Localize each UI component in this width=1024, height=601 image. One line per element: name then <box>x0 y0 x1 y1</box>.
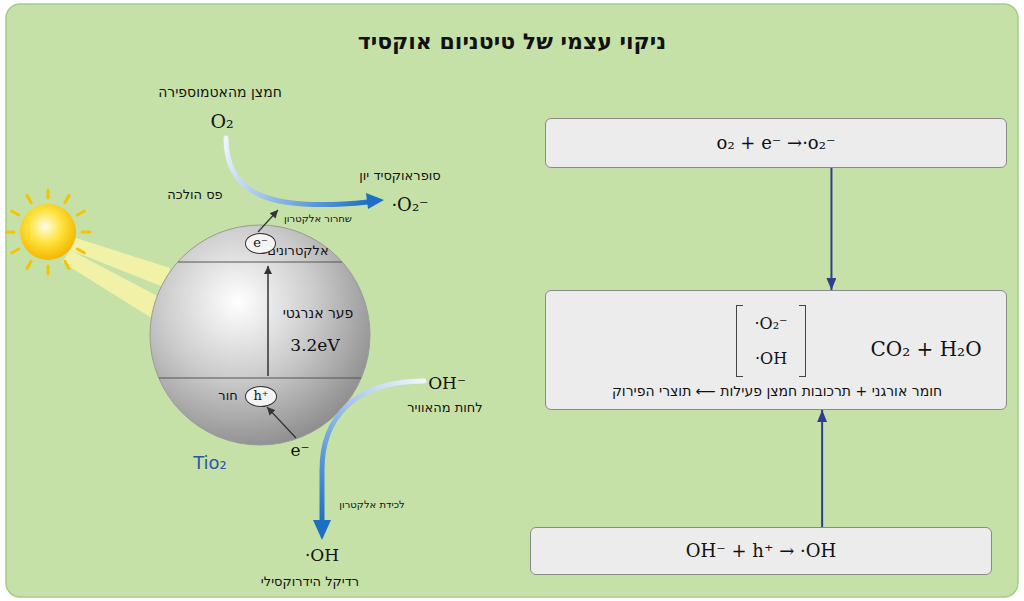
tio2-sphere <box>150 225 370 445</box>
label: ·OH <box>305 546 339 566</box>
label: OH⁻ <box>428 374 466 394</box>
equation-box: OH⁻ + h⁺ → ·OH <box>530 527 992 575</box>
node-text: חומר אורגני + תרכובות חמצן פעילות ⟵ תוצר… <box>612 383 942 399</box>
conduction-band-line <box>178 261 342 262</box>
label: חמצן מהאטמוספירה <box>158 84 282 100</box>
tio2-particle: אלקטרונים פער אנרגטי 3.2eV חור e⁻ h⁺ <box>150 225 370 445</box>
bracket <box>736 305 743 377</box>
flow-arrow <box>821 410 823 527</box>
equation-box: o₂ + e⁻ →·o₂⁻ <box>545 118 1007 168</box>
node-text: ·OH <box>755 350 787 368</box>
sun-beam <box>70 238 170 288</box>
label: לכידת אלקטרון <box>339 499 404 511</box>
node-text: OH⁻ + h⁺ → ·OH <box>686 541 836 562</box>
bracket <box>799 305 806 377</box>
label: O₂ <box>210 111 233 133</box>
node-text: CO₂ + H₂O <box>870 338 981 361</box>
panel <box>6 4 1018 597</box>
arrow-head <box>366 193 384 209</box>
reaction-box: ·O₂⁻ ·OH CO₂ + H₂O חומר אורגני + תרכובות חמ… <box>545 290 1007 410</box>
band-gap-arrow <box>267 266 269 376</box>
node-text: e⁻ <box>253 236 268 251</box>
label: לחות מהאוויר <box>407 401 482 416</box>
label: ·O₂⁻ <box>391 195 428 216</box>
electron-capture-arrow <box>267 407 296 438</box>
node-text: h⁺ <box>253 389 268 404</box>
node-text: o₂ + e⁻ →·o₂⁻ <box>717 133 836 154</box>
node-text: 3.2eV <box>290 336 339 356</box>
node-text: חור <box>218 389 237 404</box>
label: סופראוקסיד יון <box>359 169 440 184</box>
label: שחרור אלקטרון <box>284 213 352 225</box>
label: Tio₂ <box>193 453 227 474</box>
sun-rays <box>7 190 91 274</box>
title: ניקוי עצמי של טיטניום אוקסיד <box>358 29 667 54</box>
valence-band-line <box>159 377 361 378</box>
node-text: פער אנרגטי <box>283 305 354 321</box>
node-text: ·O₂⁻ <box>754 315 787 333</box>
node-text: אלקטרונים <box>267 244 328 259</box>
hole-circle: h⁺ <box>245 386 277 407</box>
flow-arrow <box>830 168 832 290</box>
label: רדיקל הידרוקסילי <box>261 575 359 590</box>
electron-release-arrow <box>258 210 278 232</box>
label: e⁻ <box>290 441 309 461</box>
electron-circle: e⁻ <box>245 233 276 254</box>
sun <box>20 204 76 260</box>
oxygen-arrow <box>226 138 368 205</box>
label: פס הולכה <box>167 188 222 203</box>
arrow-head <box>313 520 331 540</box>
